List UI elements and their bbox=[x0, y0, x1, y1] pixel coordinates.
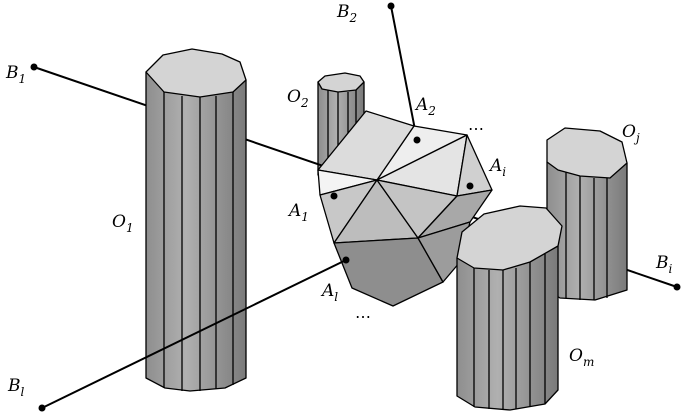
point-b1 bbox=[30, 63, 38, 71]
label-o1: O1 bbox=[112, 212, 134, 235]
label-al: Al bbox=[320, 281, 338, 304]
label-bl: Bl bbox=[7, 376, 25, 399]
point-bi bbox=[673, 283, 681, 291]
point-b2 bbox=[387, 2, 395, 10]
label-ai: Ai bbox=[488, 156, 506, 179]
obstacle-om bbox=[456, 205, 563, 411]
line-b2-a2 bbox=[390, 5, 418, 141]
label-b2: B2 bbox=[336, 2, 357, 25]
line-bl-al bbox=[41, 259, 347, 409]
point-a1 bbox=[330, 192, 338, 200]
obstacle-o1 bbox=[145, 48, 247, 392]
label-om: Om bbox=[569, 346, 594, 369]
label-bi: Bi bbox=[655, 253, 673, 276]
ellipsis-top: … bbox=[468, 115, 484, 134]
point-al bbox=[342, 256, 350, 264]
ellipsis-bottom: … bbox=[355, 303, 371, 322]
label-a2: A2 bbox=[414, 95, 436, 118]
point-ai bbox=[466, 182, 474, 190]
point-a2 bbox=[413, 136, 421, 144]
label-o2: O2 bbox=[287, 87, 309, 110]
label-b1: B1 bbox=[5, 63, 26, 86]
label-oj: Oj bbox=[622, 122, 640, 145]
point-bl bbox=[38, 404, 46, 412]
label-a1: A1 bbox=[287, 201, 309, 224]
obstacle-oj bbox=[546, 127, 628, 301]
polyhedron bbox=[317, 110, 493, 307]
